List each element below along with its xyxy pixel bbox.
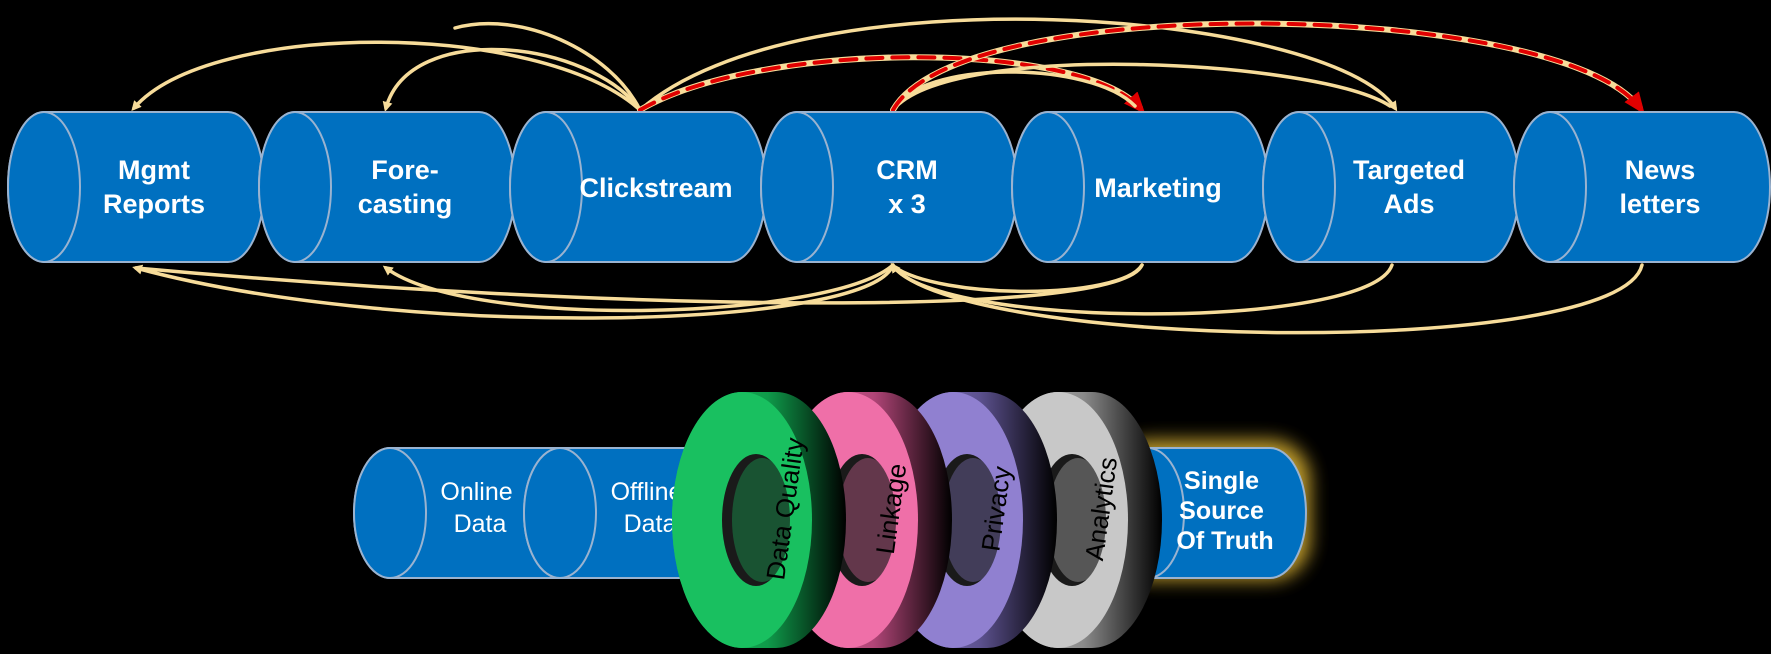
arrow-clickstream-to-marketing-red-dash [638, 55, 1146, 114]
svg-text:Clickstream: Clickstream [579, 173, 732, 203]
svg-text:Offline Data: Offline Data [611, 478, 690, 538]
svg-text:Fore-casting: Fore-casting [358, 155, 453, 219]
online-line-2: Data [454, 510, 507, 538]
label-mgmt-2: Reports [103, 189, 205, 219]
label-targeted-1: Targeted [1353, 155, 1465, 185]
cylinder-clickstream: Clickstream [509, 111, 767, 263]
arrow-crm-to-news-red [890, 20, 1643, 113]
data-pipeline: Single Source Of Truth Online Data Offli… [353, 392, 1310, 648]
offline-line-2: Data [624, 510, 677, 538]
label-crm-1: CRM [876, 155, 938, 185]
label-forecasting-2: casting [358, 189, 453, 219]
label-mgmt-1: Mgmt [118, 155, 190, 185]
label-clickstream-1: Clickstream [579, 173, 732, 203]
cylinder-forecasting: Fore-casting [258, 111, 516, 263]
label-news-1: News [1625, 155, 1696, 185]
arrow-crm-to-news-red-dash [891, 21, 1645, 115]
svg-text:Marketing: Marketing [1094, 173, 1222, 203]
ring-data-quality: Data Quality [672, 392, 846, 648]
arrow-marketing-to-crm-bottom [891, 263, 1144, 294]
cylinder-marketing: Marketing [1011, 111, 1269, 263]
arrow-crm-to-targeted [891, 62, 1392, 112]
arrow-crm-to-mgmt-bottom [132, 263, 895, 320]
truth-line-3: Of Truth [1176, 527, 1273, 555]
truth-line-2: Source [1179, 497, 1264, 525]
label-marketing-1: Marketing [1094, 173, 1222, 203]
online-line-1: Online [440, 478, 512, 506]
svg-text:Single Source: Single Source Of Truth [1176, 467, 1273, 555]
connector-arrows [131, 17, 1645, 335]
arrow-clickstream-to-forecasting [382, 47, 642, 112]
cylinder-crm: CRM x 3 [760, 111, 1018, 263]
label-targeted-2: Ads [1383, 189, 1434, 219]
cylinder-news: News letters [1513, 111, 1771, 263]
svg-text:Online Data: Online Data [440, 478, 519, 538]
arrow-forecasting-to-clickstream [453, 21, 642, 112]
arrow-news-to-crm-bottom [891, 263, 1644, 335]
arrow-clickstream-to-mgmt [131, 40, 642, 112]
arrow-clickstream-to-targeted [638, 17, 1398, 112]
label-forecasting-1: Fore- [371, 155, 439, 185]
arrow-crm-to-forecasting-bottom [382, 263, 895, 313]
offline-line-1: Offline [611, 478, 683, 506]
truth-line-1: Single [1184, 467, 1259, 495]
label-crm-2: x 3 [888, 189, 926, 219]
label-news-2: letters [1619, 189, 1700, 219]
